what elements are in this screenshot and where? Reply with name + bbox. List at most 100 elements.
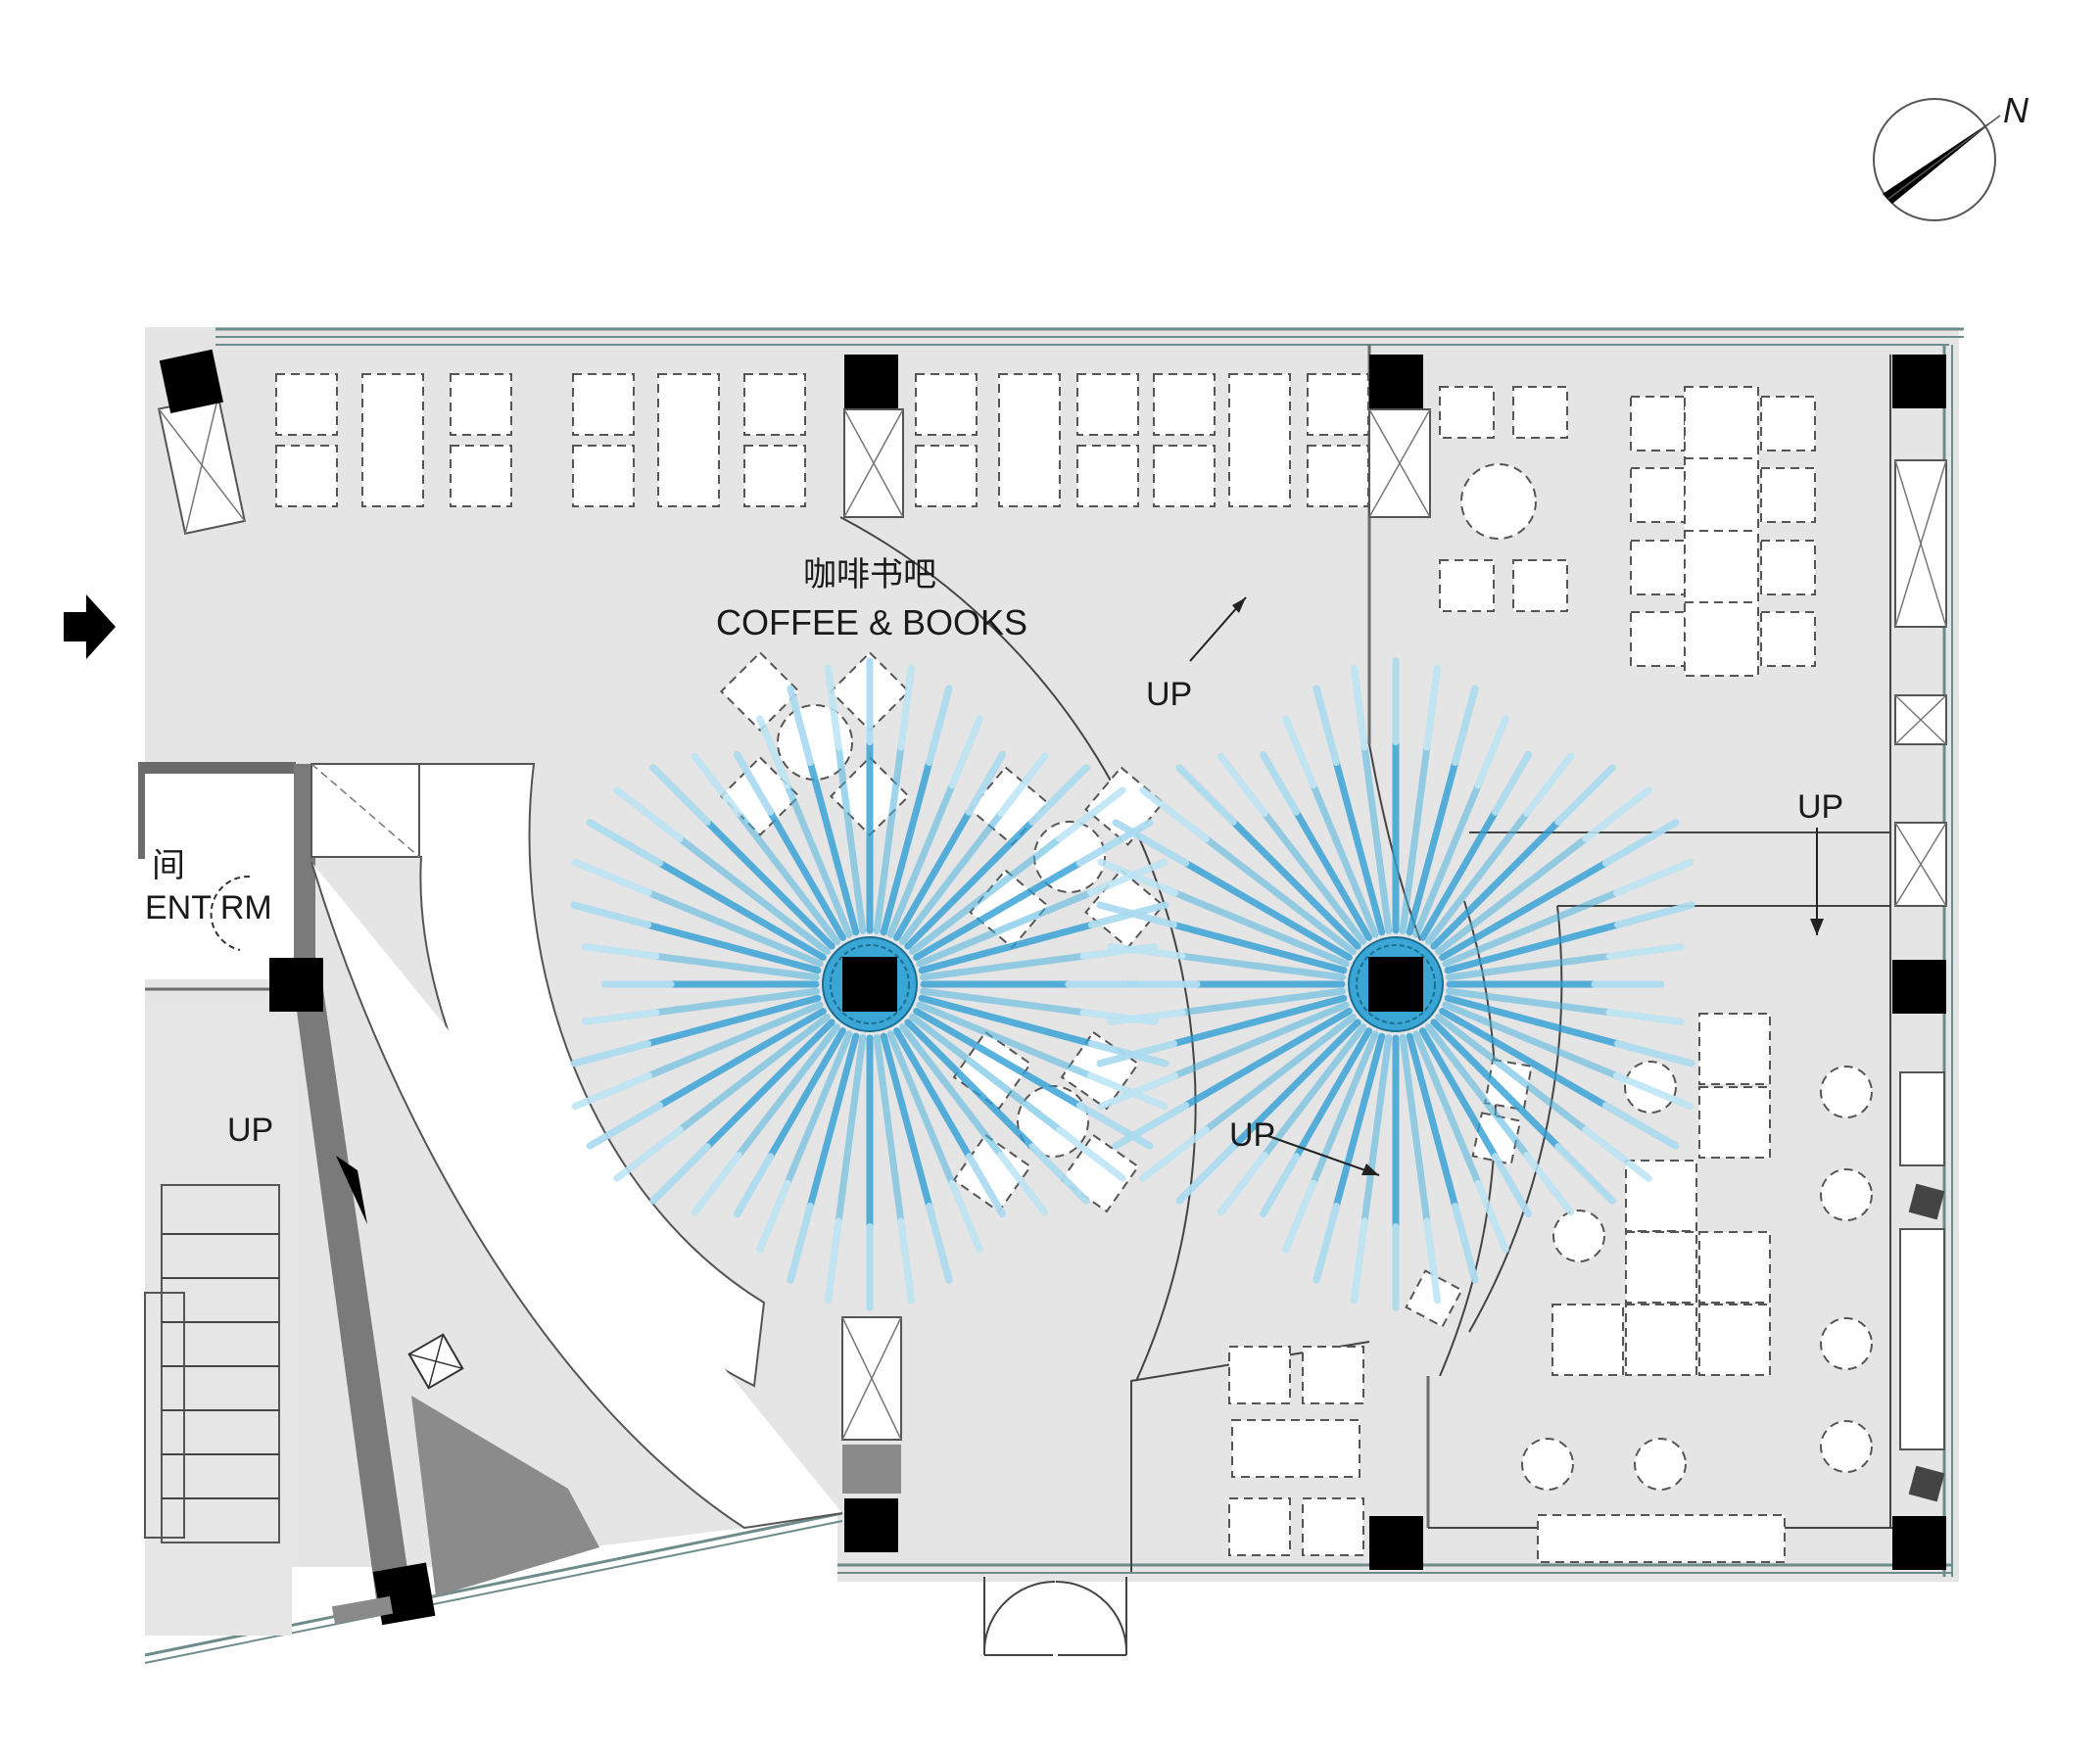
light-ray-fade: [1028, 1143, 1090, 1205]
light-ray-fade: [1217, 1152, 1268, 1216]
up-label-cafe: UP: [1146, 676, 1192, 713]
light-ray-fade: [571, 858, 652, 897]
room-label-cn: 间: [152, 847, 185, 884]
light-ray-fade: [926, 685, 953, 767]
light-ray-fade: [691, 1152, 742, 1216]
up-label-east: UP: [1797, 788, 1843, 826]
light-ray-fade: [1139, 786, 1210, 842]
light-ray-fade: [1282, 1179, 1317, 1254]
light-ray-fade: [825, 664, 842, 751]
entrance-doors: [982, 1577, 1128, 1656]
light-ray-fade: [1217, 752, 1268, 817]
light-ray-fade: [1452, 685, 1479, 767]
light-ray-fade: [1452, 1202, 1479, 1284]
light-ray-fade: [1474, 715, 1509, 789]
tables-north-row: [275, 373, 1369, 507]
light-ray-fade: [581, 1009, 660, 1025]
light-ray-fade: [613, 786, 684, 842]
light-rays-west: [570, 657, 1169, 1311]
light-ray-fade: [756, 1179, 791, 1254]
feature-columns: [822, 936, 1444, 1032]
cafe-label-en: COFFEE & BOOKS: [716, 602, 1027, 642]
entrance-arrow-icon: [64, 594, 116, 659]
light-ray-fade: [1312, 685, 1340, 767]
light-ray-fade: [1554, 764, 1616, 826]
light-ray-fade: [1613, 1040, 1695, 1068]
light-ray-fade: [1075, 1102, 1154, 1150]
light-ray-fade: [1582, 1126, 1652, 1182]
left-service-block: [138, 762, 599, 1636]
light-ray-fade: [1312, 1202, 1340, 1284]
light-ray-fade: [1056, 786, 1126, 842]
curved-bar-counter: [310, 763, 843, 1530]
light-ray-fade: [897, 664, 915, 751]
light-ray-fade: [1491, 1153, 1532, 1217]
light-ray-fade: [756, 715, 791, 789]
light-ray-fade: [948, 715, 983, 789]
light-ray-fade: [1107, 1009, 1186, 1025]
cabinets: [157, 395, 1947, 1502]
light-ray-fade: [1613, 1071, 1694, 1111]
tables-south: [1228, 1346, 1364, 1556]
columns: [159, 349, 1946, 1626]
light-ray-fade: [1175, 1143, 1237, 1205]
light-ray-fade: [1423, 1217, 1441, 1305]
light-ray-fade: [1351, 1217, 1368, 1305]
light-ray-fade: [787, 685, 814, 767]
light-ray-fade: [897, 1217, 915, 1305]
tables-northeast: [1439, 386, 1816, 677]
light-ray-fade: [734, 1153, 775, 1217]
light-ray-fade: [1107, 943, 1186, 960]
light-ray-fade: [734, 751, 775, 816]
light-ray-fade: [1087, 1071, 1169, 1111]
light-ray-fade: [1260, 1153, 1301, 1217]
light-ray-fade: [965, 1153, 1006, 1217]
light-ray-fade: [1087, 858, 1169, 897]
light-ray-fade: [649, 764, 711, 826]
light-ray-fade: [1605, 1009, 1685, 1025]
light-ray-fade: [1613, 901, 1695, 928]
light-ray-fade: [1491, 751, 1532, 816]
cafe-label-cn: 咖啡书吧: [803, 556, 936, 593]
light-ray-fade: [965, 751, 1006, 816]
light-ray-fade: [1474, 1179, 1509, 1254]
light-ray-fade: [571, 1071, 652, 1111]
light-ray-fade: [1351, 664, 1368, 751]
light-ray-fade: [1260, 751, 1301, 816]
up-arrows: [1189, 596, 1824, 1176]
light-ray-fade: [1601, 819, 1680, 867]
light-ray-fade: [1423, 664, 1441, 751]
north-label: N: [2003, 90, 2029, 130]
light-ray-fade: [649, 1143, 711, 1205]
light-ray-fade: [1139, 1126, 1210, 1182]
up-label-stair: UP: [227, 1112, 273, 1149]
light-ray-fade: [997, 1152, 1049, 1216]
room-label-en: ENT RM: [145, 889, 272, 926]
light-ray-fade: [691, 752, 742, 817]
light-ray-fade: [1097, 1071, 1178, 1111]
light-rays-east: [1096, 657, 1695, 1311]
light-ray-fade: [926, 1202, 953, 1284]
light-ray-fade: [613, 1126, 684, 1182]
light-ray-fade: [948, 1179, 983, 1254]
up-label-south: UP: [1229, 1116, 1275, 1154]
light-ray-fade: [570, 901, 652, 928]
light-ray-fade: [581, 943, 660, 960]
light-ray-fade: [586, 819, 664, 867]
light-ray-fade: [1075, 819, 1154, 867]
light-ray-fade: [1613, 858, 1694, 897]
light-ray-fade: [570, 1040, 652, 1068]
light-ray-fade: [997, 752, 1049, 817]
north-arrow-icon: N: [1873, 90, 2029, 221]
light-ray-fade: [1582, 786, 1652, 842]
light-ray-fade: [1523, 752, 1575, 817]
light-ray-fade: [1056, 1126, 1126, 1182]
labels: 咖啡书吧 COFFEE & BOOKS 间 ENT RM UP UP UP UP: [145, 556, 1843, 1154]
light-ray-fade: [1112, 1102, 1190, 1150]
light-ray-fade: [787, 1202, 814, 1284]
light-ray-fade: [1175, 764, 1237, 826]
light-ray-fade: [1601, 1102, 1680, 1150]
light-ray-fade: [1554, 1143, 1616, 1205]
light-ray-fade: [1096, 1040, 1178, 1068]
